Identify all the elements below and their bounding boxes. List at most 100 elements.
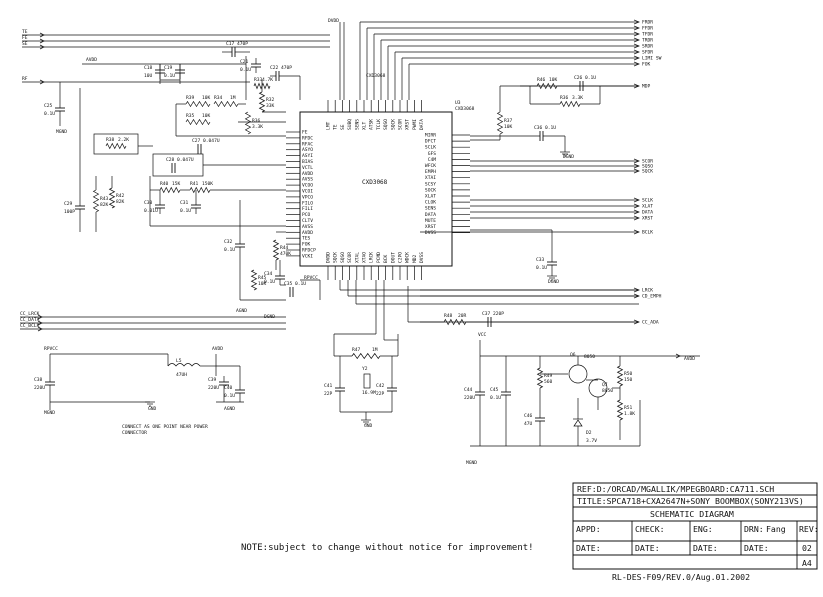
date-label-1: DATE: [576, 543, 601, 553]
resistor [213, 100, 239, 108]
ic-pin-label-right: MIRR [425, 133, 436, 139]
ic-ref-label: U3 [455, 100, 461, 106]
net-arrow [633, 209, 640, 215]
ic-pin-label-right: DATA [425, 212, 436, 218]
ic-pin-label-left: TES [302, 236, 311, 242]
component-ref: C29 [64, 201, 73, 207]
component-ref: C27 [192, 138, 201, 144]
ic-pin-label-right: XRST [425, 224, 436, 230]
component-value: 150K [202, 181, 213, 187]
rev-label: REV: [799, 524, 819, 534]
right-net-sfdr: SFDR [642, 50, 653, 56]
right-net-cc-ada: CC_ADA [642, 320, 659, 326]
component-value: 150 [624, 377, 633, 383]
component-value: 0.1U [264, 279, 275, 285]
component-value: 470K [280, 251, 291, 257]
ic-pin-label-right: SCSY [425, 181, 436, 187]
component-value: 2.2K [118, 137, 129, 143]
component-ref: C22 [270, 65, 279, 71]
component-ref: C19 [164, 65, 173, 71]
diode-value: 3.7V [586, 438, 597, 444]
ic-pin-label-bottom: SCOR [347, 252, 353, 263]
date-label-2: DATE: [635, 543, 660, 553]
mgnd-label-2: MGND [44, 410, 55, 416]
component-value: 10U [144, 73, 153, 79]
ic-pin-label-right: SCLK [425, 145, 436, 151]
right-net-ffdr: FFDR [642, 26, 653, 32]
component-value: 10K [549, 77, 558, 83]
rpvcc-label-2: RPVCC [44, 346, 58, 352]
component-ref: C39 [208, 377, 217, 383]
ic-pin-label-right: SOCK [425, 187, 436, 193]
ic-pin-label-top: XLT [362, 121, 368, 130]
component-value: 3.3K [252, 124, 263, 130]
ic-pin-label-top: TE [333, 124, 339, 130]
agnd-label-1: AGND [236, 308, 247, 314]
gnd-label-1: GND [148, 406, 157, 412]
ic-pin-label-left: VPCO [302, 194, 313, 200]
ic-pin-label-top: PWMI [412, 119, 418, 130]
component-ref: R39 [186, 95, 195, 101]
ic-body [299, 111, 453, 267]
net-arrow [633, 287, 640, 293]
resistor [250, 269, 258, 291]
resistor [496, 111, 504, 135]
resistor [159, 186, 181, 194]
component-ref: R34 [214, 95, 223, 101]
right-net-xrst: XRST [642, 216, 653, 222]
date-label-3: DATE: [693, 543, 718, 553]
net-arrow [633, 203, 640, 209]
inductor [167, 363, 201, 367]
component-ref: C38 [34, 377, 43, 383]
component-ref: R43 [100, 196, 109, 202]
agnd-label-2: AGND [224, 406, 235, 412]
ic-pin-label-left: FILI [302, 206, 313, 212]
revision-note: NOTE:subject to change without notice fo… [241, 543, 534, 553]
resistor [616, 365, 624, 387]
title-text: TITLE:SPCA718+CXA2647N+SONY BOOMBOX(SONY… [577, 496, 804, 506]
net-arrow [39, 38, 45, 44]
component-value: 0.01U [144, 208, 158, 214]
ic-pin-label-left: VCOI [302, 189, 313, 195]
main-ic: CXD3068 U3 CXD3068 CXD3068 [299, 73, 475, 267]
ic-pin-label-top: SCOR [398, 119, 404, 130]
right-net-lrck: LRCK [642, 288, 653, 294]
ic-pin-label-right: XLAT [425, 194, 436, 200]
right-net-xlat: XLAT [642, 204, 653, 210]
resistor [258, 91, 266, 113]
ic-pin-label-top: SQSO [383, 119, 389, 130]
ic-pin-label-left: ASYI [302, 153, 313, 159]
net-arrow [633, 61, 640, 67]
component-ref: C26 [574, 75, 583, 81]
ic-pin-label-top: SUBQ [347, 119, 353, 130]
component-value: 22P [324, 391, 333, 397]
component-ref: R50 [624, 371, 633, 377]
right-net-sclk: SCLK [642, 198, 653, 204]
left-net-rf: RF [22, 76, 28, 82]
resistor [185, 100, 211, 108]
component-ref: C21 [240, 59, 249, 65]
ic-part-label: CXD3068 [362, 179, 388, 186]
crystal [363, 373, 371, 389]
component-value: 1M [230, 95, 236, 101]
component-ref: R49 [544, 373, 553, 379]
ic-pin-label-right: DVSS [425, 230, 436, 236]
resistor [536, 367, 544, 389]
component-value: 0.1U [545, 125, 556, 131]
net-arrow [633, 319, 640, 325]
net-arrow [633, 293, 640, 299]
dgnd-label-2: DGND [548, 279, 559, 285]
right-net-bclk: BCLK [642, 230, 653, 236]
net-arrow [633, 197, 640, 203]
ic-pin-label-left: AVSS [302, 224, 313, 230]
net-arrow [633, 37, 640, 43]
ic-pin-label-left: PCO [302, 212, 311, 218]
ic-pin-label-bottom: DOUT [390, 252, 396, 263]
ic-pin-label-bottom: MD2 [412, 254, 418, 263]
dgnd-label-1: DGND [264, 314, 275, 320]
right-net-frdr: FRDR [642, 20, 653, 26]
component-ref: C30 [144, 200, 153, 206]
